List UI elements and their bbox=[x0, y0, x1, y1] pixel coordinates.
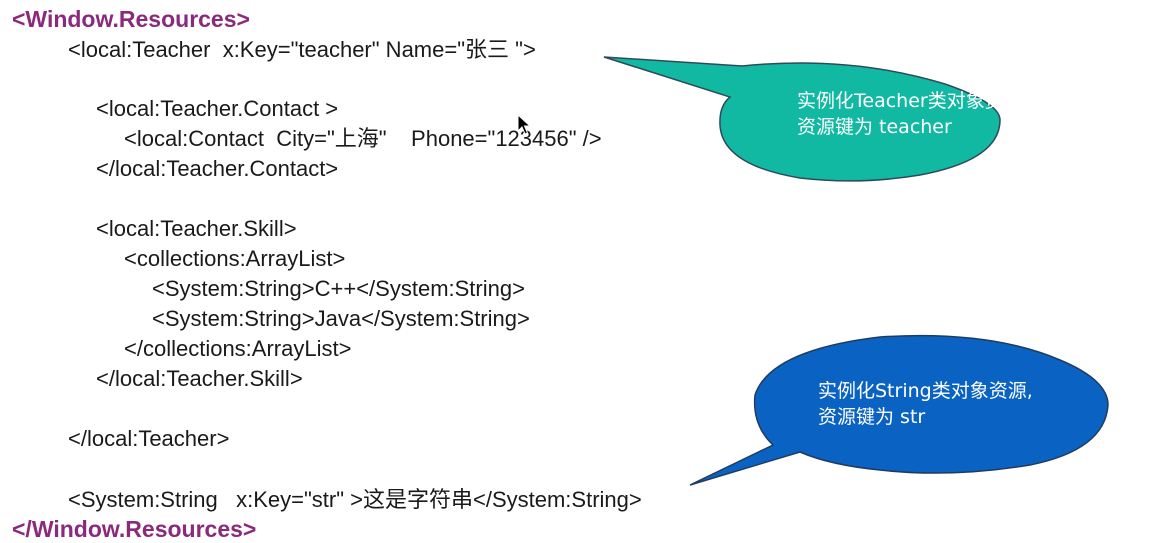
code-line-window-resources-close: </Window.Resources> bbox=[12, 516, 257, 542]
callout-string-bubble bbox=[689, 334, 1109, 486]
callout-string-line1: 实例化String类对象资源, bbox=[818, 380, 1033, 402]
callout-string-line2: 资源键为 str bbox=[818, 406, 926, 428]
code-line-contact-close: </local:Teacher.Contact> bbox=[96, 156, 339, 181]
code-line-teacher-close: </local:Teacher> bbox=[68, 426, 230, 451]
callout-teacher-bubble bbox=[603, 56, 1001, 182]
code-line-skill-close: </local:Teacher.Skill> bbox=[96, 366, 303, 391]
mouse-cursor-icon bbox=[517, 114, 531, 135]
code-line-arraylist-close: </collections:ArrayList> bbox=[124, 336, 352, 361]
code-line-string-resource: <System:String x:Key="str" >这是字符串</Syste… bbox=[68, 487, 642, 512]
code-line-arraylist-open: <collections:ArrayList> bbox=[124, 246, 346, 271]
code-line-teacher-open: <local:Teacher x:Key="teacher" Name="张三 … bbox=[68, 37, 536, 62]
code-line-string-java: <System:String>Java</System:String> bbox=[152, 306, 530, 331]
code-line-string-cpp: <System:String>C++</System:String> bbox=[152, 276, 525, 301]
code-line-skill-open: <local:Teacher.Skill> bbox=[96, 216, 297, 241]
callout-teacher-line1: 实例化Teacher类对象资源, bbox=[797, 90, 1029, 112]
code-line-contact-element: <local:Contact City="上海" Phone="123456" … bbox=[124, 126, 602, 151]
code-line-contact-open: <local:Teacher.Contact > bbox=[96, 96, 339, 121]
callout-teacher-line2: 资源键为 teacher bbox=[797, 116, 952, 138]
code-line-window-resources-open: <Window.Resources> bbox=[12, 6, 250, 32]
